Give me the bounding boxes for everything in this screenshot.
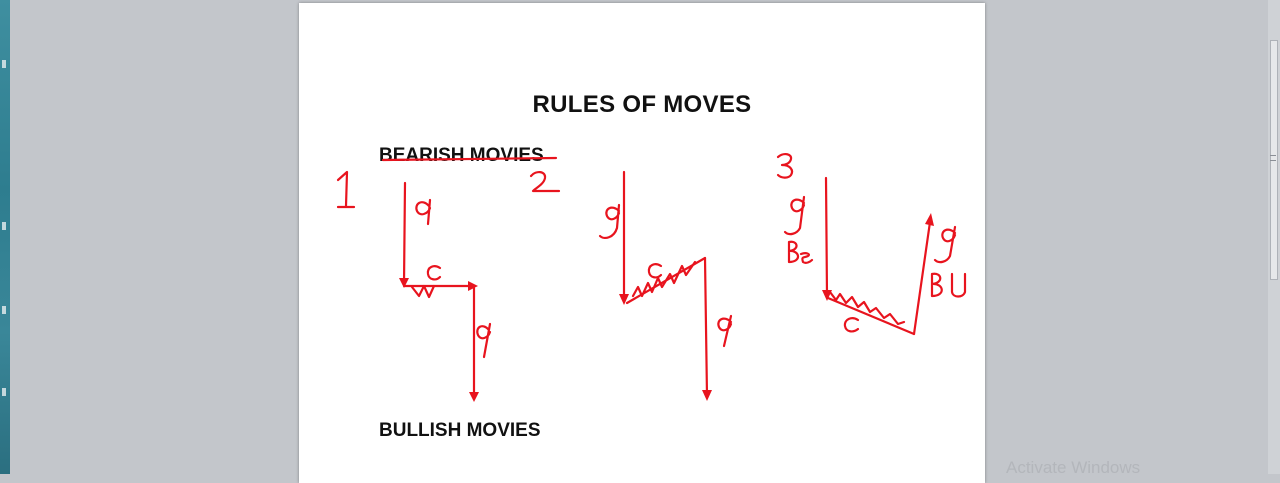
bearish-heading: BEARISH MOVIES — [379, 145, 544, 166]
scrollbar-grip-icon — [1270, 155, 1276, 161]
bullish-heading: BULLISH MOVIES — [379, 420, 541, 441]
desktop-edge-marker — [2, 306, 6, 314]
desktop-edge-marker — [2, 388, 6, 396]
document-page[interactable]: RULES OF MOVES BEARISH MOVIES BULLISH MO… — [299, 3, 985, 483]
desktop-edge — [0, 0, 10, 474]
activate-windows-watermark: Activate Windows — [1006, 458, 1141, 477]
page-title: RULES OF MOVES — [532, 91, 752, 118]
desktop-edge-marker — [2, 222, 6, 230]
vertical-scrollbar[interactable] — [1268, 0, 1280, 474]
desktop-edge-marker — [2, 60, 6, 68]
